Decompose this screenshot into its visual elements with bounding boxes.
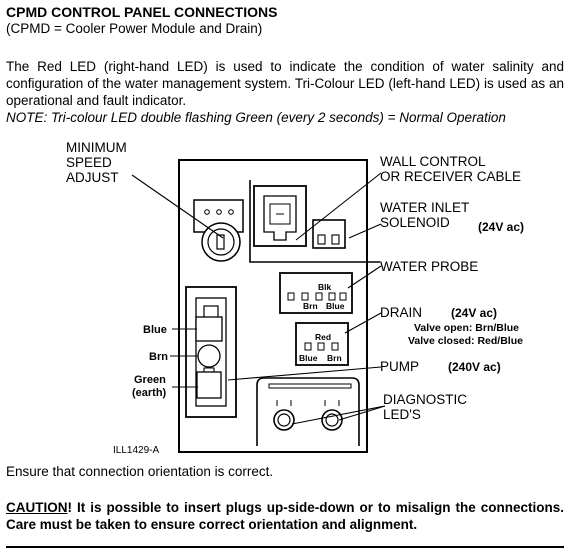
illustration-code: ILL1429-A bbox=[113, 445, 159, 456]
caution-word: CAUTION bbox=[6, 500, 68, 515]
drain-label: DRAIN bbox=[380, 305, 422, 320]
drain-brn-label: Brn bbox=[327, 353, 342, 363]
control-board bbox=[178, 159, 368, 453]
min-speed-label-1: MINIMUM bbox=[66, 140, 127, 155]
page-subtitle: (CPMD = Cooler Power Module and Drain) bbox=[6, 21, 263, 36]
pump-label: PUMP bbox=[380, 359, 419, 374]
drain-red-label: Red bbox=[315, 332, 331, 342]
tri-colour-led bbox=[273, 400, 295, 431]
diagnostic-label-2: LED'S bbox=[383, 407, 421, 422]
caution-notice: CAUTION! It is possible to insert plugs … bbox=[6, 499, 564, 533]
water-inlet-label-2: SOLENOID bbox=[380, 215, 450, 230]
probe-blue-label: Blue bbox=[326, 301, 345, 311]
normal-operation-note: NOTE: Tri-colour LED double flashing Gre… bbox=[6, 110, 506, 125]
drain-connector[interactable]: Red Blue Brn bbox=[295, 322, 349, 366]
water-inlet-volt: (24V ac) bbox=[478, 220, 524, 234]
valve-open-label: Valve open: Brn/Blue bbox=[414, 322, 519, 334]
valve-closed-label: Valve closed: Red/Blue bbox=[408, 335, 523, 347]
diagnostic-led-housing bbox=[256, 377, 360, 446]
pump-green-label: Green bbox=[134, 374, 166, 386]
drain-volt: (24V ac) bbox=[451, 306, 497, 320]
pump-connector[interactable] bbox=[185, 286, 237, 418]
pump-brn-label: Brn bbox=[149, 351, 168, 363]
water-inlet-connector[interactable] bbox=[312, 219, 346, 249]
min-speed-label-2: SPEED bbox=[66, 155, 112, 170]
water-probe-connector[interactable]: Blk Brn Blue bbox=[279, 272, 353, 314]
pump-blue-label: Blue bbox=[143, 324, 167, 336]
drain-blue-label: Blue bbox=[299, 353, 318, 363]
min-speed-adjust[interactable] bbox=[193, 199, 244, 262]
pump-earth-label: (earth) bbox=[132, 387, 167, 399]
wall-control-label-1: WALL CONTROL bbox=[380, 154, 486, 169]
led-description: The Red LED (right-hand LED) is used to … bbox=[6, 59, 564, 108]
min-speed-label-3: ADJUST bbox=[66, 170, 119, 185]
page-title: CPMD CONTROL PANEL CONNECTIONS bbox=[6, 4, 278, 20]
probe-brn-label: Brn bbox=[303, 301, 318, 311]
wall-control-socket[interactable] bbox=[253, 185, 307, 247]
diagnostic-label-1: DIAGNOSTIC bbox=[383, 392, 467, 407]
board-divider bbox=[249, 180, 380, 263]
water-inlet-label-1: WATER INLET bbox=[380, 200, 469, 215]
pump-volt: (240V ac) bbox=[448, 360, 501, 374]
probe-blk-label: Blk bbox=[318, 282, 332, 292]
orientation-note: Ensure that connection orientation is co… bbox=[6, 464, 274, 479]
caution-text: ! It is possible to insert plugs up-side… bbox=[6, 500, 564, 532]
bottom-rule bbox=[6, 546, 564, 548]
water-probe-label: WATER PROBE bbox=[380, 259, 478, 274]
wall-control-label-2: OR RECEIVER CABLE bbox=[380, 169, 521, 184]
